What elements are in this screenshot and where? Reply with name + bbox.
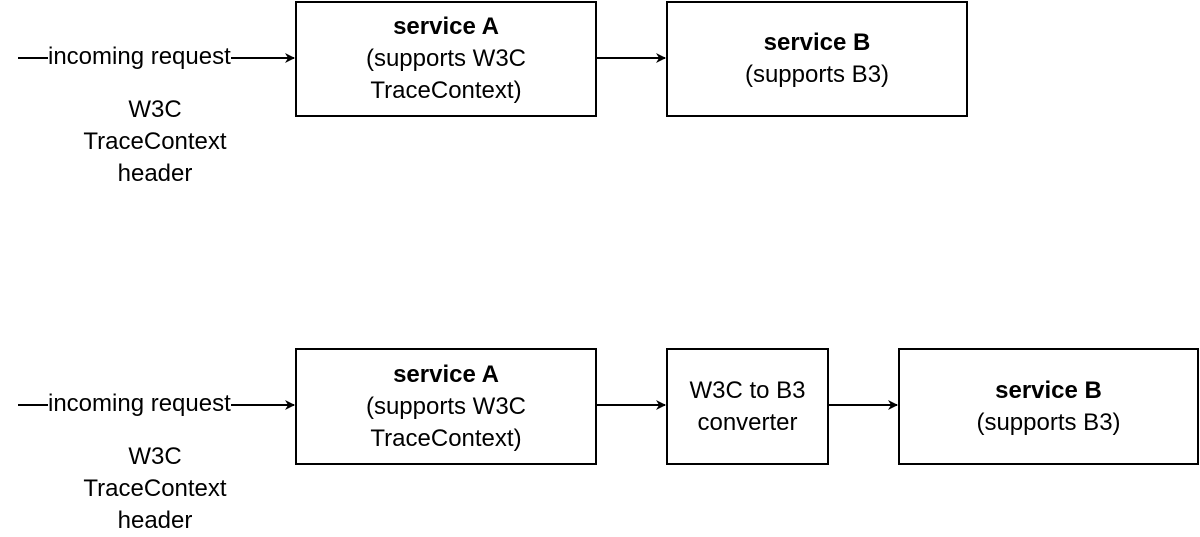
bottom-service-b-subtitle: (supports B3)	[976, 408, 1121, 436]
top-incoming-request-label: incoming request	[48, 41, 231, 73]
bottom-header-note: W3C TraceContext header	[65, 441, 245, 537]
top-header-note-line-3: header	[117, 160, 193, 187]
top-service-a-subtitle-line-1: (supports W3C	[365, 45, 527, 72]
top-service-a-box: service A (supports W3C TraceContext)	[295, 1, 597, 117]
top-service-a-subtitle-line-2: TraceContext)	[370, 77, 522, 104]
top-service-b-title: service B	[763, 29, 871, 56]
bottom-service-a-subtitle-line-1: (supports W3C	[365, 392, 527, 420]
bottom-service-a-subtitle-line-2: TraceContext)	[370, 424, 522, 452]
top-service-b-box: service B (supports B3)	[666, 1, 968, 117]
bottom-service-a-title: service A	[393, 360, 499, 388]
bottom-service-b-box: service B (supports B3)	[898, 348, 1199, 465]
top-header-note-line-1: W3C	[128, 96, 182, 123]
bottom-service-b-title: service B	[995, 376, 1102, 404]
bottom-converter-line-1: W3C to B3	[689, 376, 806, 404]
bottom-converter-line-2: converter	[697, 408, 798, 436]
top-service-b-subtitle: (supports B3)	[744, 61, 890, 88]
top-header-note: W3C TraceContext header	[65, 94, 245, 190]
top-service-a-title: service A	[393, 13, 499, 40]
bottom-incoming-request-label: incoming request	[48, 388, 231, 420]
bottom-header-note-line-3: header	[117, 507, 193, 534]
top-header-note-line-2: TraceContext	[83, 128, 227, 155]
bottom-header-note-line-1: W3C	[128, 443, 182, 470]
bottom-header-note-line-2: TraceContext	[83, 475, 227, 502]
bottom-converter-box: W3C to B3 converter	[666, 348, 829, 465]
bottom-service-a-box: service A (supports W3C TraceContext)	[295, 348, 597, 465]
